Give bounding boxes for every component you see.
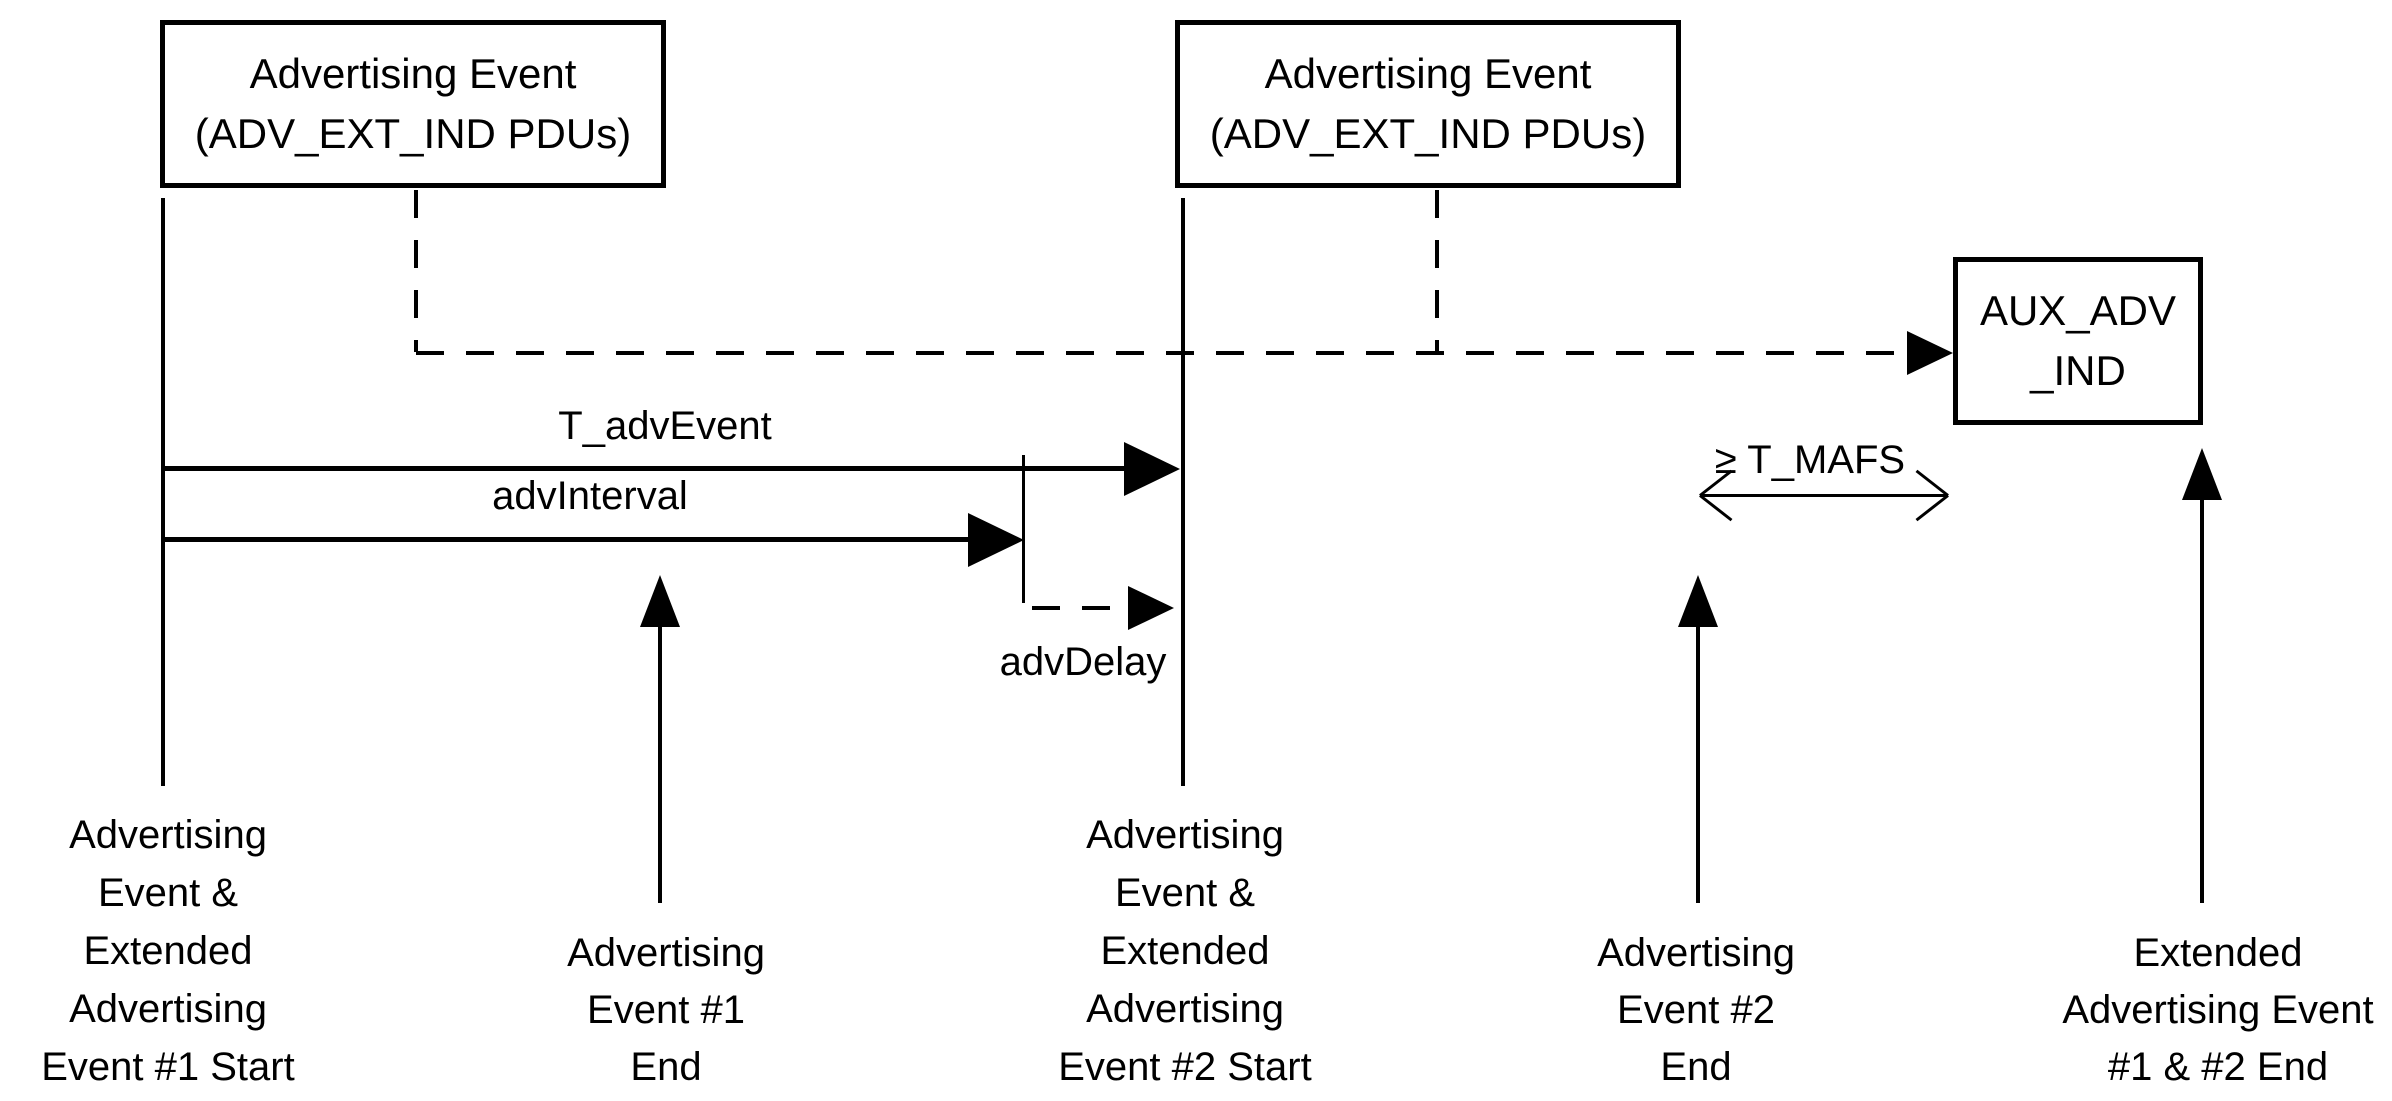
event2-end-arrow-line [1696, 620, 1700, 903]
aux-adv-ind-box: AUX_ADV _IND [1953, 257, 2203, 425]
advdelay-label: advDelay [999, 640, 1167, 684]
advertising-event-1-title: Advertising Event [249, 50, 577, 97]
aux-adv-ind-title-line1: AUX_ADV [1979, 287, 2177, 334]
advinterval-arrowhead-icon [968, 513, 1024, 567]
t-mafs-label: ≥ T_MAFS [1714, 438, 1906, 482]
advertising-event-2-box: Advertising Event (ADV_EXT_IND PDUs) [1175, 20, 1681, 188]
advinterval-end-tick [1022, 455, 1025, 603]
aux-dashed-connector-arrowhead-icon [1907, 331, 1953, 375]
box1-dashed-drop-line [414, 190, 418, 352]
advertising-event-2-title: Advertising Event [1264, 50, 1592, 97]
event1-end-arrow-line [658, 620, 662, 903]
event1-end-arrowhead-icon [640, 575, 680, 627]
advdelay-arrow-line [1032, 606, 1128, 610]
advinterval-label: advInterval [492, 474, 688, 518]
event2-start-label: Advertising Event & Extended Advertising… [1058, 813, 1312, 1089]
t-advevent-label: T_advEvent [558, 404, 772, 448]
t-advevent-arrow-line [163, 466, 1125, 471]
aux-dashed-connector-line [416, 351, 1908, 355]
ext-event-end-arrow-line [2200, 493, 2204, 903]
advinterval-arrow-line [163, 537, 969, 542]
event2-end-arrowhead-icon [1678, 575, 1718, 627]
event2-end-label: Advertising Event #2 End [1597, 931, 1795, 1089]
event1-start-label: Advertising Event & Extended Advertising… [41, 813, 295, 1089]
ext-event-end-arrowhead-icon [2182, 448, 2222, 500]
aux-adv-ind-title-line2: _IND [2030, 347, 2126, 394]
event1-start-timeline-line [161, 198, 165, 786]
advertising-event-2-subtitle: (ADV_EXT_IND PDUs) [1209, 110, 1647, 157]
ext-event-end-label: Extended Advertising Event #1 & #2 End [2062, 931, 2374, 1089]
advdelay-arrowhead-icon [1128, 586, 1174, 630]
advertising-event-1-box: Advertising Event (ADV_EXT_IND PDUs) [160, 20, 666, 188]
box2-dashed-drop-line [1435, 190, 1439, 352]
t-mafs-right-arrowhead-icon [1915, 494, 1949, 522]
t-mafs-double-arrow-line [1702, 494, 1946, 497]
t-mafs-left-arrowhead-icon [1699, 494, 1733, 522]
event2-start-timeline-line [1181, 198, 1185, 786]
t-advevent-arrowhead-icon [1124, 442, 1180, 496]
event1-end-label: Advertising Event #1 End [567, 931, 765, 1089]
advertising-event-1-subtitle: (ADV_EXT_IND PDUs) [194, 110, 632, 157]
